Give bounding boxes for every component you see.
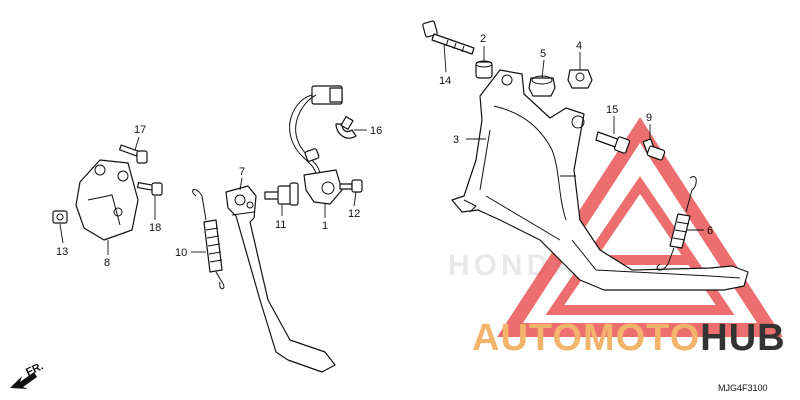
part-side-stand-7 (225, 185, 336, 373)
watermark-wordmark: AUTOMOTOHUB (472, 317, 786, 359)
label-2: 2 (480, 33, 486, 45)
part-spring-6 (656, 176, 697, 271)
label-17: 17 (134, 124, 146, 136)
diagram-code: MJG4F3100 (718, 383, 768, 393)
label-14: 14 (439, 75, 451, 87)
front-direction-label: FR. (24, 360, 45, 378)
part-bolt-15 (595, 131, 631, 154)
part-collar-2 (475, 60, 493, 79)
watermark-word-part1: AUTOMOTO (472, 317, 700, 359)
label-3: 3 (453, 134, 459, 146)
label-12: 12 (348, 208, 360, 220)
part-bolt-18 (137, 182, 163, 196)
part-nut-13 (52, 210, 68, 224)
part-bolt-17 (118, 144, 148, 164)
label-9: 9 (646, 112, 652, 124)
part-switch-1 (289, 85, 343, 205)
label-7: 7 (239, 166, 245, 178)
label-1: 1 (322, 220, 328, 232)
part-bolt-14 (422, 20, 475, 55)
label-18: 18 (149, 222, 161, 234)
label-11: 11 (275, 219, 286, 231)
label-10: 10 (175, 247, 187, 259)
label-16: 16 (370, 125, 382, 137)
part-spring-10 (192, 189, 225, 290)
part-clamp-16 (335, 116, 357, 139)
part-main-stand-3 (451, 69, 749, 291)
leader-lines (59, 43, 704, 255)
label-8: 8 (104, 257, 110, 269)
part-nut-4 (567, 69, 593, 89)
label-5: 5 (540, 48, 546, 60)
part-pin-9 (642, 138, 666, 161)
part-bolt-12 (339, 179, 363, 193)
part-bracket-8 (75, 159, 139, 241)
label-15: 15 (606, 104, 618, 116)
label-13: 13 (56, 246, 68, 258)
watermark-word-part2: HUB (700, 317, 785, 359)
part-bolt-11 (264, 182, 299, 206)
label-6: 6 (707, 225, 713, 237)
part-bush-5 (528, 75, 556, 97)
label-4: 4 (576, 40, 582, 52)
front-direction-arrow: FR. (10, 360, 45, 389)
